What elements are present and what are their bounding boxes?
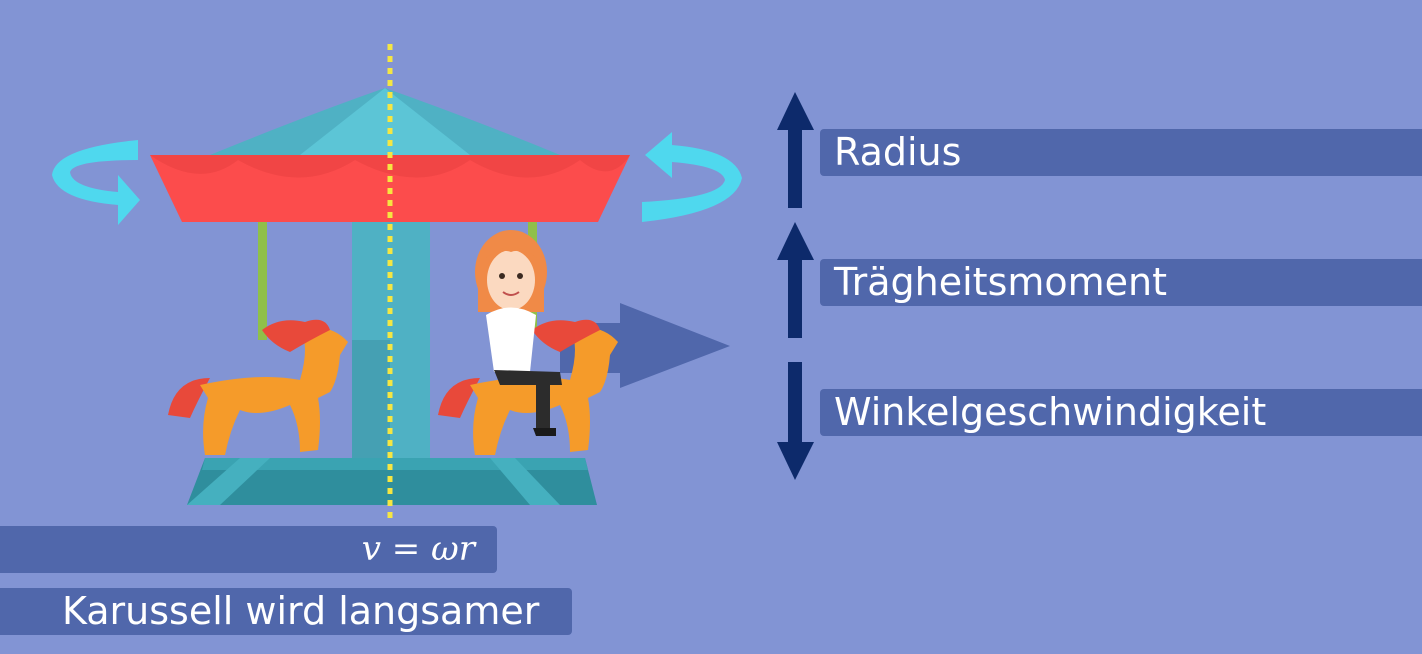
traegheitsmoment-up-arrow-icon <box>777 222 814 338</box>
formula-label: v = ωr <box>0 526 497 573</box>
girl-rider <box>475 230 562 436</box>
winkelgeschwindigkeit-label: Winkelgeschwindigkeit <box>820 389 1422 436</box>
rotation-arrow-right-icon <box>642 132 742 222</box>
caption-label: Karussell wird langsamer <box>0 588 572 635</box>
horse-left <box>168 319 348 455</box>
carousel-canopy <box>210 88 560 155</box>
carousel-pole-left <box>258 220 267 340</box>
rotation-arrow-left-icon <box>52 140 140 225</box>
radius-label: Radius <box>820 129 1422 176</box>
winkelgeschwindigkeit-down-arrow-icon <box>777 362 814 480</box>
radius-up-arrow-icon <box>777 92 814 208</box>
traegheitsmoment-label: Trägheitsmoment <box>820 259 1422 306</box>
carousel-center-column <box>352 215 430 465</box>
